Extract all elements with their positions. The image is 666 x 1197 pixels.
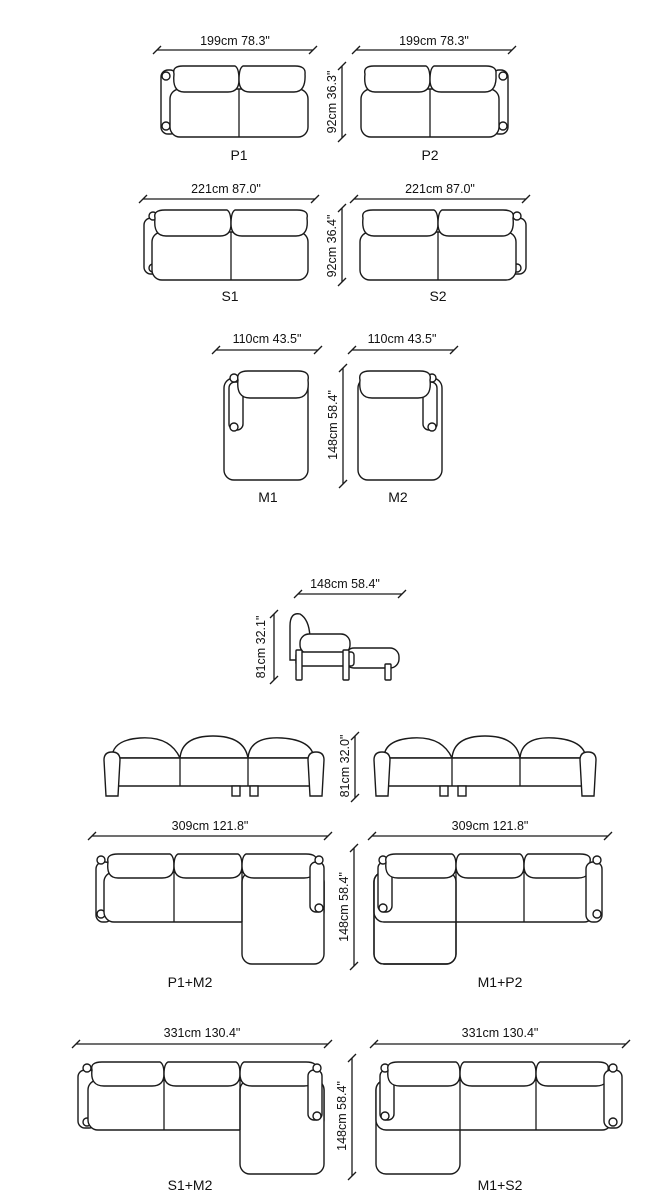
front-view-right [373,735,597,797]
p1-width-label: 199cm 78.3" [200,34,270,48]
combo-p-depth-label: 148cm 58.4" [337,872,351,942]
p1-label: P1 [230,147,247,163]
s2-label: S2 [429,288,446,304]
combo-m1-s2: 331cm 130.4" M1+S2 [369,1026,631,1193]
front-height-label: 81cm 32.0" [338,735,352,798]
module-p2: 199cm 78.3" P2 [351,34,517,163]
p1m2-label: P1+M2 [168,974,213,990]
m1s2-label: M1+S2 [478,1177,523,1193]
m1-width-label: 110cm 43.5" [233,332,302,346]
m-depth-label: 148cm 58.4" [326,390,340,460]
m2-label: M2 [388,489,408,505]
m1p2-width-label: 309cm 121.8" [452,819,529,833]
side-length-label: 148cm 58.4" [310,577,380,591]
m1s2-width-label: 331cm 130.4" [462,1026,539,1040]
m1-label: M1 [258,489,278,505]
front-view-left [103,735,325,797]
s1-width-label: 221cm 87.0" [191,182,261,196]
module-s1: 221cm 87.0" S1 [138,182,320,304]
s1-label: S1 [221,288,238,304]
s-depth-label: 92cm 36.4" [325,215,339,278]
s1m2-width-label: 331cm 130.4" [164,1026,241,1040]
p1m2-width-label: 309cm 121.8" [172,819,249,833]
side-view: 148cm 58.4" 81cm 32.1" [254,577,407,685]
p-depth-dimension: 92cm 36.3" [325,61,347,143]
combo-p-depth-dimension: 148cm 58.4" [337,843,359,971]
module-m2: 110cm 43.5" M2 [347,332,459,505]
m1p2-label: M1+P2 [478,974,523,990]
p-depth-label: 92cm 36.3" [325,71,339,134]
module-s2: 221cm 87.0" S2 [349,182,531,304]
combo-s-depth-label: 148cm 58.4" [335,1081,349,1151]
p2-width-label: 199cm 78.3" [399,34,469,48]
module-p1: 199cm 78.3" P1 [152,34,318,163]
s1m2-label: S1+M2 [168,1177,213,1193]
combo-s-depth-dimension: 148cm 58.4" [335,1053,357,1181]
combo-p1-m2: 309cm 121.8" P1+M2 [87,819,333,990]
s-depth-dimension: 92cm 36.4" [325,203,347,287]
combo-m1-p2: 309cm 121.8" M1+P2 [367,819,613,990]
m2-width-label: 110cm 43.5" [368,332,437,346]
m-depth-dimension: 148cm 58.4" [326,363,348,489]
side-height-label: 81cm 32.1" [254,616,268,679]
module-m1: 110cm 43.5" M1 [211,332,323,505]
combo-s1-m2: 331cm 130.4" S1+M2 [71,1026,333,1193]
s2-width-label: 221cm 87.0" [405,182,475,196]
p2-label: P2 [421,147,438,163]
front-height-dimension: 81cm 32.0" [338,731,360,803]
